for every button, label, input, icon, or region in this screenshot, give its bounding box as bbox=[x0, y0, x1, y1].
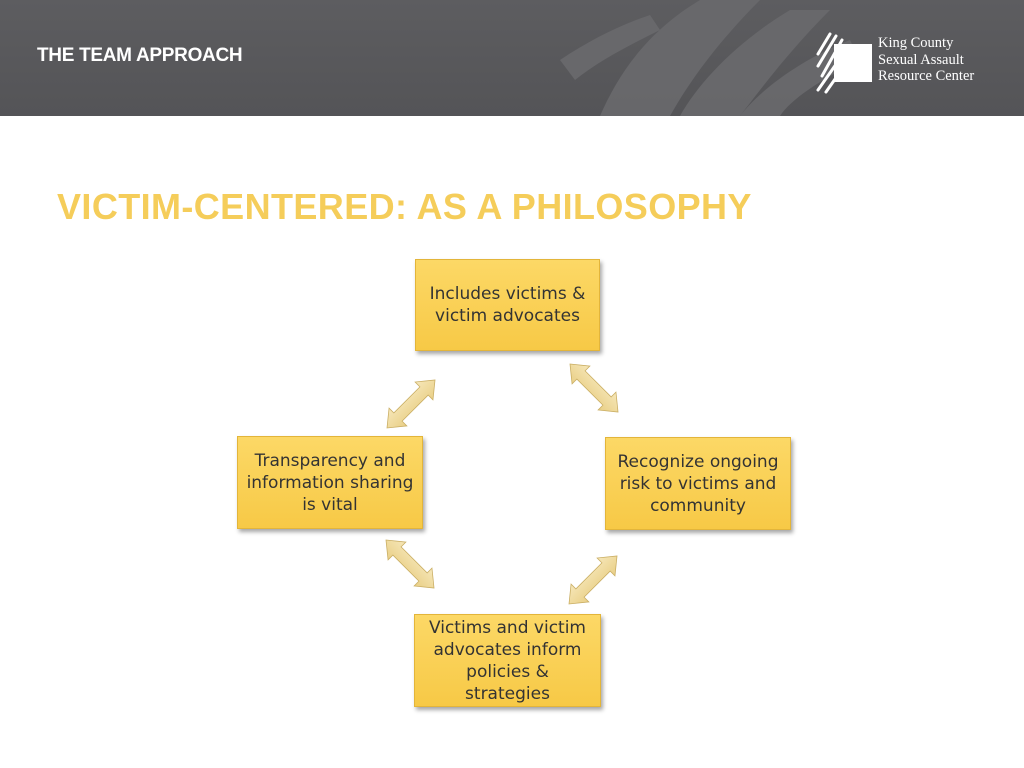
cycle-node-bottom: Victims and victim advocates inform poli… bbox=[414, 614, 601, 707]
header-title: THE TEAM APPROACH bbox=[37, 45, 243, 66]
cycle-node-top-text: Includes victims & victim advocates bbox=[429, 284, 586, 326]
organization-logo: King County Sexual Assault Resource Cent… bbox=[816, 32, 1006, 96]
connector-top-right bbox=[560, 354, 628, 422]
cycle-node-top: Includes victims & victim advocates bbox=[415, 259, 600, 351]
slide-title: VICTIM-CENTERED: AS A PHILOSOPHY bbox=[57, 186, 752, 227]
kcsarc-logo-mark-icon bbox=[816, 32, 872, 94]
slide-header: THE TEAM APPROACH King County Sexual Ass… bbox=[0, 0, 1024, 116]
logo-line-3: Resource Center bbox=[878, 68, 975, 84]
logo-line-1: King County bbox=[878, 35, 954, 51]
cycle-node-left-text: Transparency and information sharing is … bbox=[246, 450, 414, 515]
logo-line-2: Sexual Assault bbox=[878, 51, 964, 68]
cycle-node-left: Transparency and information sharing is … bbox=[237, 436, 423, 529]
cycle-node-bottom-text: Victims and victim advocates inform poli… bbox=[428, 617, 586, 704]
cycle-node-right: Recognize ongoing risk to victims and co… bbox=[605, 437, 791, 530]
connector-right-bottom bbox=[559, 546, 627, 614]
connector-left-top bbox=[377, 370, 445, 438]
cycle-node-right-text: Recognize ongoing risk to victims and co… bbox=[617, 451, 779, 516]
logo-text: King County Sexual Assault Resource Cent… bbox=[878, 35, 974, 85]
connector-bottom-left bbox=[376, 530, 444, 598]
